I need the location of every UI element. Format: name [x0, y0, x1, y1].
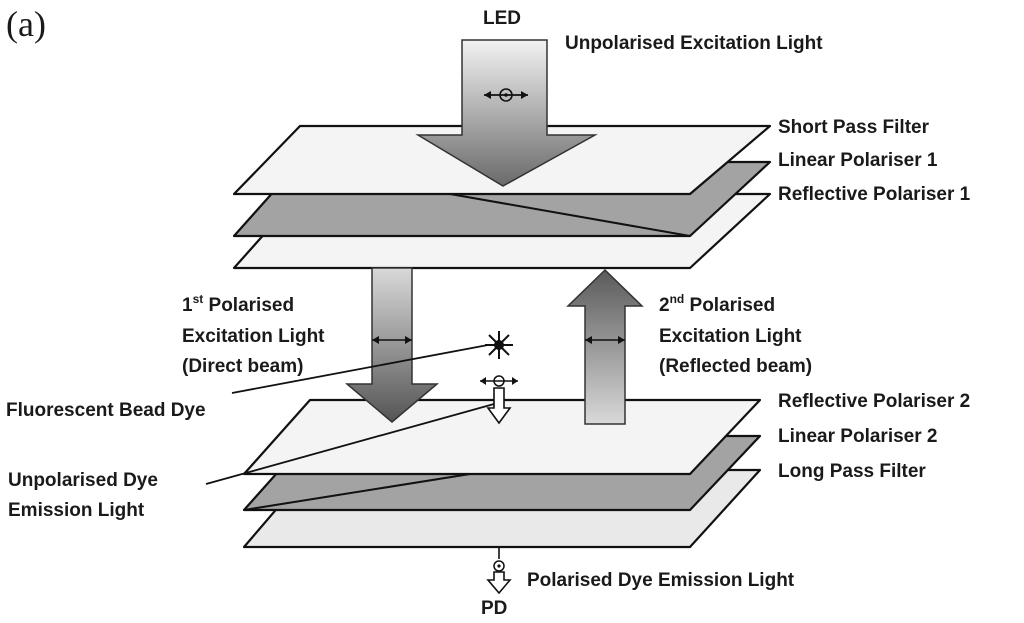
- reflective-polariser-2-label: Reflective Polariser 2: [778, 391, 970, 412]
- output-emission-arrow: [486, 571, 512, 595]
- reflected-beam-title-rest: Polarised: [684, 295, 775, 316]
- long-pass-filter-label: Long Pass Filter: [778, 461, 926, 482]
- direct-beam-ordinal-suffix: st: [193, 292, 204, 306]
- reflected-beam-arrow: [566, 268, 644, 425]
- linear-polariser-1-label: Linear Polariser 1: [778, 150, 938, 171]
- dye-emission-arrow: [486, 387, 512, 425]
- excitation-light-arrow: [415, 39, 598, 187]
- dye-emission-label-line1: Unpolarised Dye: [8, 470, 158, 491]
- pd-label: PD: [481, 598, 507, 619]
- output-polarisation-icon: [493, 547, 505, 572]
- fluorescent-bead-icon: [485, 331, 513, 359]
- direct-beam-line2: Excitation Light: [182, 326, 325, 347]
- unpolarised-symbol-icon: [484, 88, 528, 102]
- linear-polariser-1-edge: [449, 193, 691, 237]
- direct-beam-arrow: [344, 267, 440, 423]
- excitation-light-label: Unpolarised Excitation Light: [565, 33, 823, 54]
- reflected-beam-ordinal-suffix: nd: [670, 292, 685, 306]
- direct-beam-ordinal: 1: [182, 295, 193, 316]
- linear-polariser-2-edge: [243, 473, 471, 511]
- led-label: LED: [483, 8, 521, 29]
- reflected-beam-line2: Excitation Light: [659, 326, 802, 347]
- reflected-beam-ordinal: 2: [659, 295, 670, 316]
- direct-beam-title: 1st Polarised: [182, 292, 294, 316]
- direct-beam-polarisation-icon: [372, 336, 412, 344]
- short-pass-filter-label: Short Pass Filter: [778, 117, 930, 138]
- dye-emission-label-line2: Emission Light: [8, 500, 145, 521]
- direct-beam-title-rest: Polarised: [203, 295, 294, 316]
- dye-emission-leader-line: [205, 403, 495, 485]
- direct-beam-line3: (Direct beam): [182, 356, 303, 377]
- bead-leader-line: [231, 344, 489, 394]
- reflected-beam-line3: (Reflected beam): [659, 356, 812, 377]
- reflective-polariser-1-label: Reflective Polariser 1: [778, 184, 971, 205]
- dye-unpolarised-symbol-icon: [480, 375, 518, 387]
- panel-tag: (a): [6, 4, 46, 44]
- reflected-beam-title: 2nd Polarised: [659, 292, 775, 316]
- output-emission-label: Polarised Dye Emission Light: [527, 570, 795, 591]
- linear-polariser-2-label: Linear Polariser 2: [778, 426, 937, 447]
- fluorescent-bead-label: Fluorescent Bead Dye: [6, 400, 206, 421]
- reflected-beam-polarisation-icon: [585, 336, 625, 344]
